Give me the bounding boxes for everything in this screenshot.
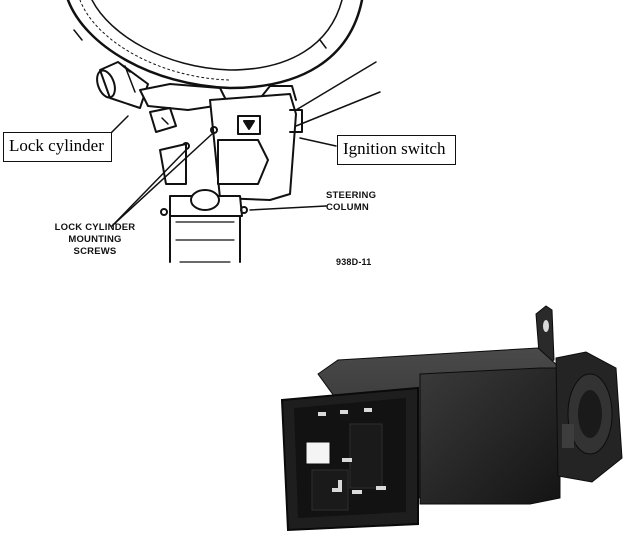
ignition-switch-photo — [280, 305, 623, 532]
mounting-screws-line-3: SCREWS — [73, 246, 117, 257]
steering-column-label: STEERING COLUMN — [326, 190, 396, 214]
switch-housing — [317, 347, 623, 505]
steering-column-line-2: COLUMN — [326, 202, 369, 213]
steering-column-line-1: STEERING — [326, 190, 377, 201]
steering-column-diagram — [66, 0, 381, 263]
ignition-switch-drawing — [182, 85, 303, 201]
steering-column-drawing — [159, 143, 248, 263]
steering-wheel-outline — [66, 0, 364, 90]
mounting-screws-label: LOCK CYLINDER MOUNTING SCREWS — [40, 222, 150, 258]
lock-cylinder-drawing — [96, 61, 229, 133]
mounting-screws-line-2: MOUNTING — [68, 234, 122, 245]
lock-cylinder-callout: Lock cylinder — [3, 132, 112, 162]
mounting-screws-line-1: LOCK CYLINDER — [54, 222, 136, 233]
figure-id-label: 938D-11 — [336, 257, 372, 267]
ignition-switch-callout: Ignition switch — [337, 135, 456, 165]
connector-pins — [318, 408, 386, 494]
connector-face — [280, 386, 419, 532]
